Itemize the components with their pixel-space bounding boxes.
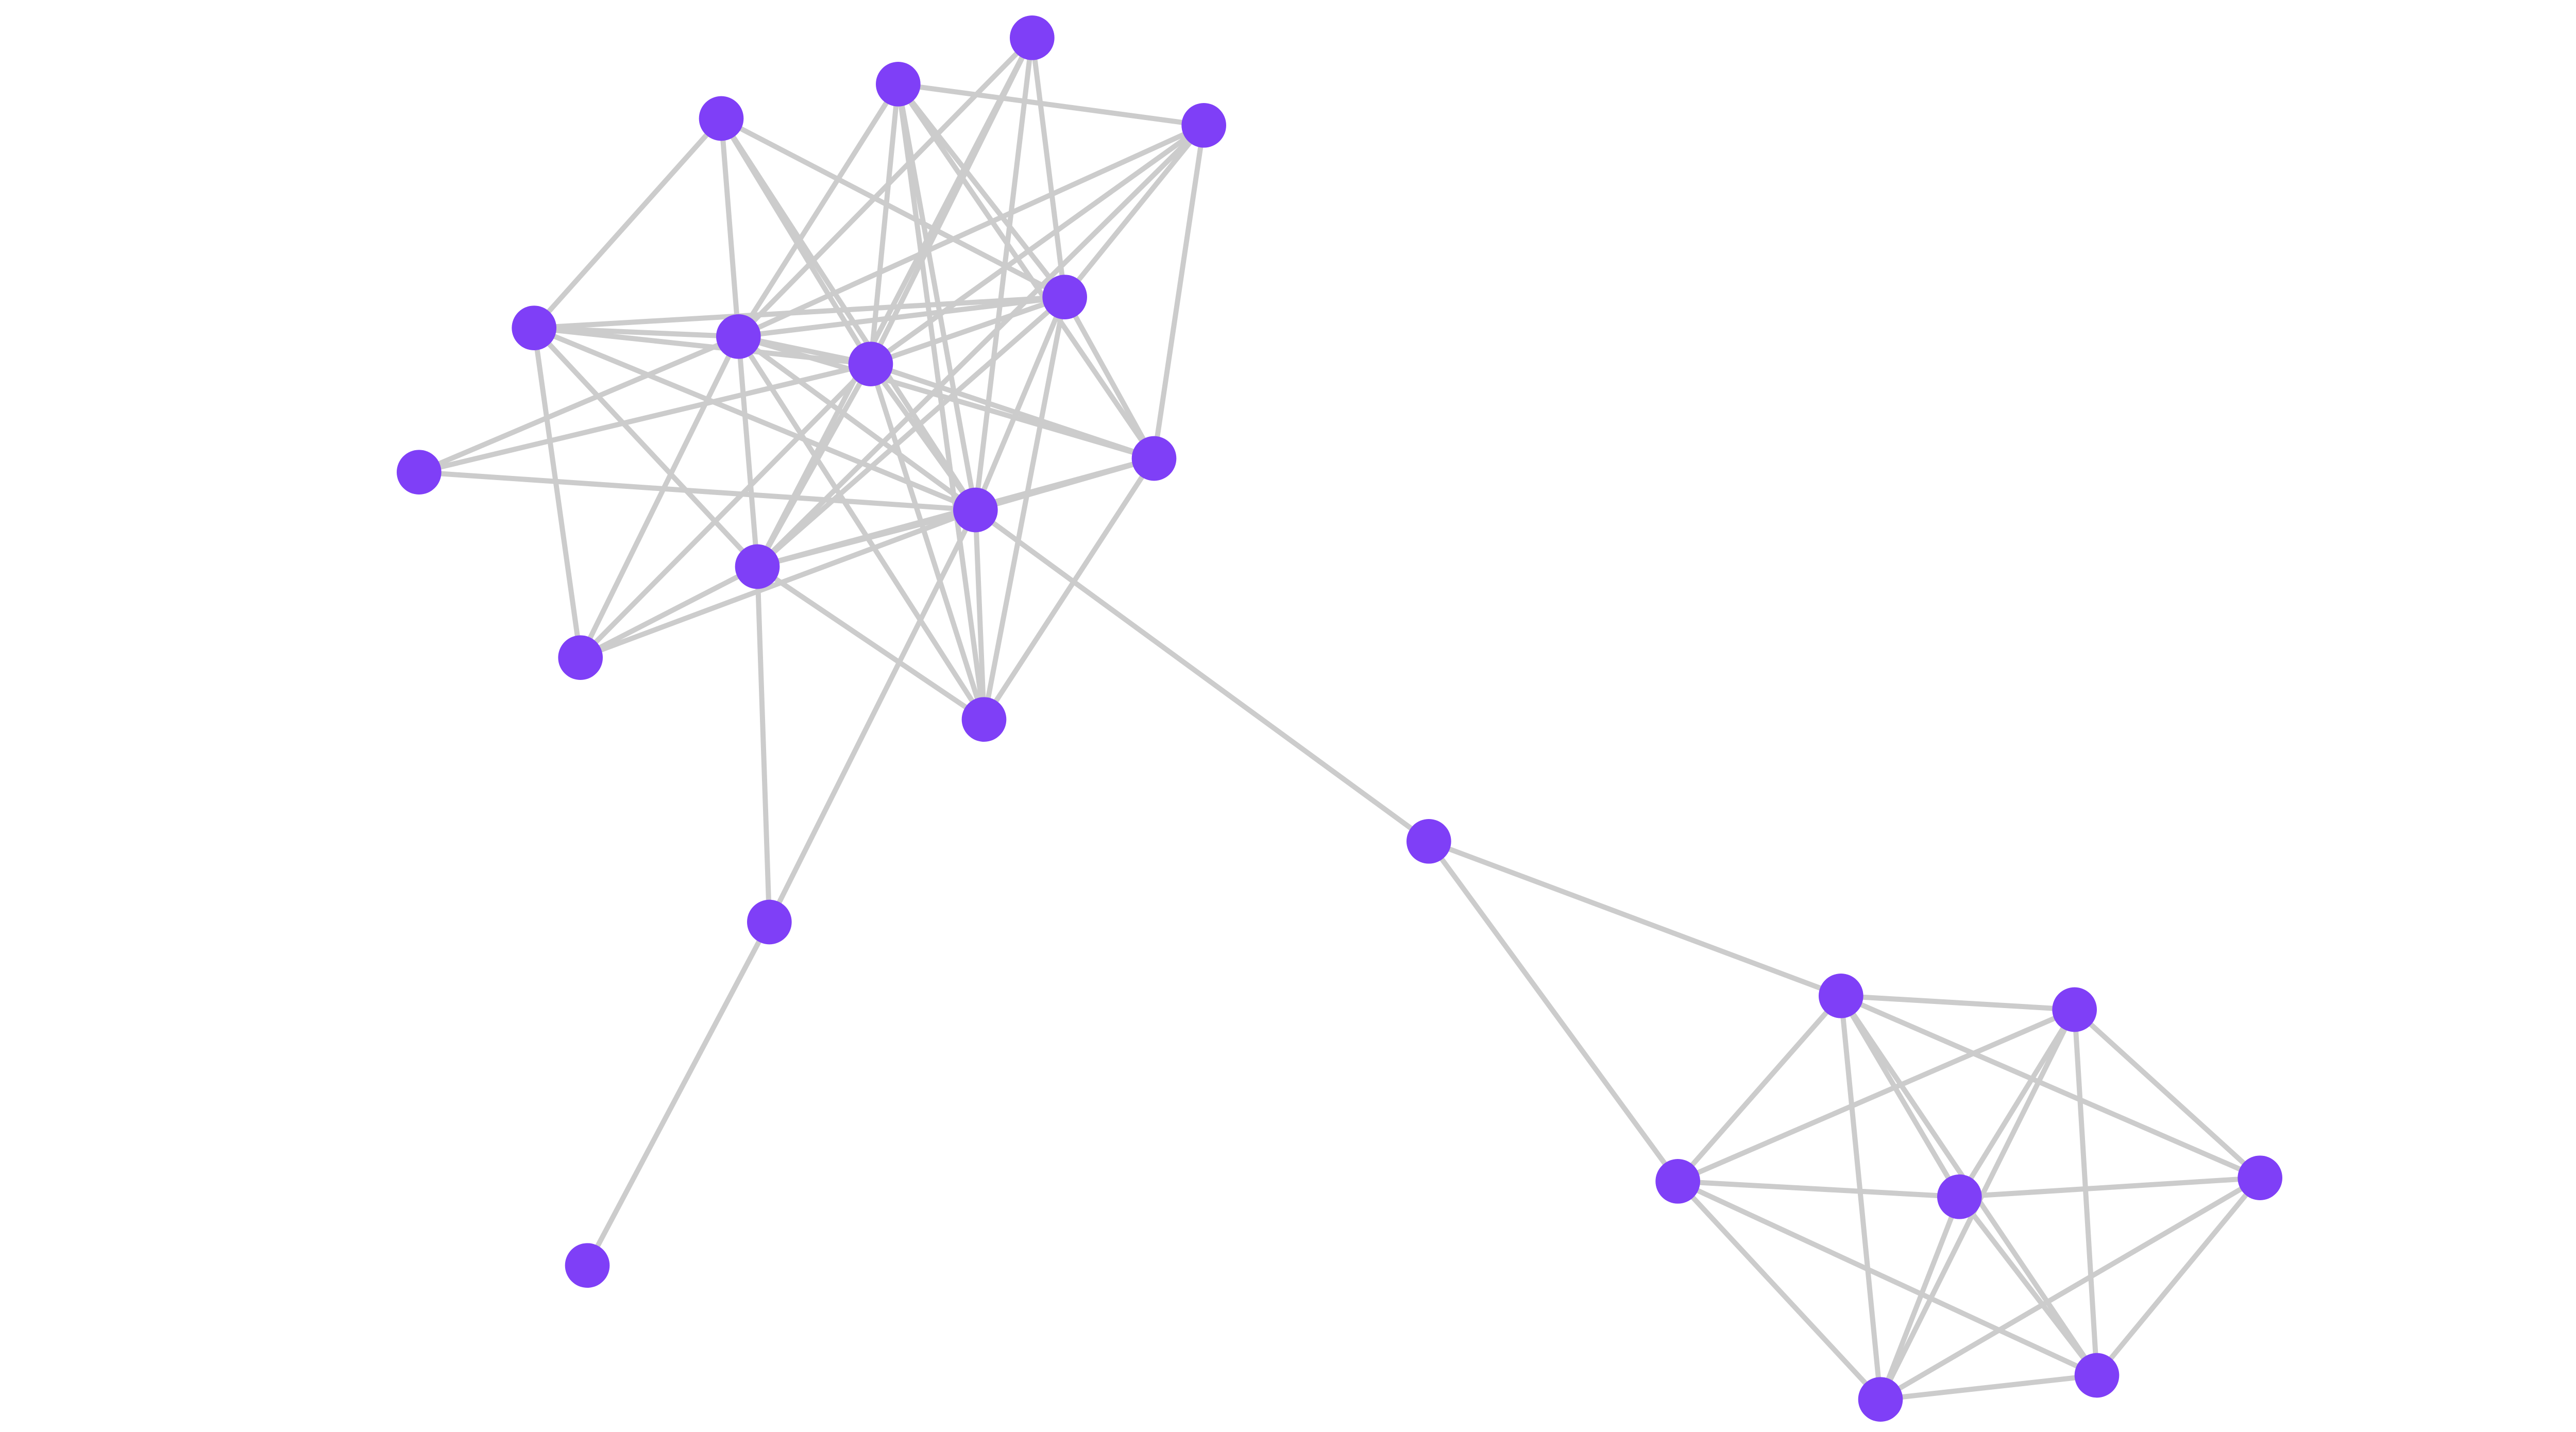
graph-node: [2052, 987, 2097, 1032]
graph-edge: [755, 507, 978, 569]
graph-edge: [981, 456, 1157, 722]
graph-node: [565, 1243, 610, 1288]
graph-edge: [1675, 1179, 2099, 1378]
graph-edge: [736, 81, 901, 339]
graph-node: [512, 305, 556, 351]
graph-edge: [2072, 1007, 2099, 1378]
graph-node: [1042, 275, 1087, 320]
graph-edge: [1062, 294, 1157, 461]
graph-node: [876, 62, 921, 107]
graph-edge: [981, 294, 1067, 722]
graph-node: [1858, 1377, 1903, 1422]
graph-edge: [2094, 1175, 2263, 1378]
nodes-layer: [397, 15, 2282, 1422]
graph-edge: [1426, 839, 1681, 1184]
graph-edge: [1878, 1373, 2099, 1402]
graph-node: [1819, 974, 1863, 1018]
graph-edge: [1151, 123, 1207, 461]
graph-edge: [1957, 1007, 2077, 1200]
graph-edge: [736, 334, 978, 513]
graph-edge: [1029, 35, 1067, 300]
graph-edge: [868, 361, 1157, 461]
graph-edge: [973, 507, 987, 722]
graph-edge: [416, 361, 873, 475]
graph-edge: [895, 81, 1157, 461]
graph-edge: [1878, 1194, 1962, 1402]
graph-edge: [868, 361, 978, 513]
graph-edge: [868, 294, 1067, 367]
edges-layer: [416, 35, 2263, 1402]
graph-edge: [895, 81, 1067, 300]
graph-edge: [531, 325, 760, 569]
graph-edge: [1675, 1179, 1962, 1200]
graph-edge: [736, 334, 987, 722]
graph-edge: [973, 507, 1432, 844]
graph-edge: [1957, 1194, 2099, 1378]
graph-edge: [868, 81, 901, 367]
graph-edge: [895, 81, 987, 722]
graph-edge: [719, 116, 741, 339]
graph-edge: [736, 294, 1067, 339]
graph-edge: [755, 35, 1035, 569]
graph-edge: [578, 564, 760, 660]
graph-edge: [578, 507, 978, 660]
graph-edge: [868, 361, 987, 722]
graph-node: [2238, 1155, 2282, 1201]
graph-edge: [1838, 993, 1883, 1402]
graph-edge: [585, 919, 772, 1268]
graph-edge: [755, 564, 772, 925]
graph-edge: [973, 294, 1067, 513]
graph-node: [558, 635, 603, 680]
graph-node: [961, 697, 1007, 742]
graph-edge: [767, 507, 978, 925]
graph-node: [1937, 1174, 1982, 1219]
graph-edge: [531, 325, 583, 660]
graph-edge: [416, 334, 741, 475]
graph-edge: [1957, 1175, 2263, 1200]
graph-edge: [531, 116, 724, 331]
graph-node: [848, 342, 893, 387]
graph-edge: [1426, 839, 1844, 999]
graph-node: [1181, 103, 1227, 148]
graph-edge: [736, 123, 1207, 339]
graph-node: [1406, 819, 1451, 864]
graph-edge: [736, 334, 1157, 461]
graph-edge: [1838, 993, 2077, 1012]
graph-edge: [531, 294, 1067, 331]
graph-node: [1010, 15, 1055, 60]
graph-edge: [755, 123, 1207, 569]
graph-edge: [736, 334, 760, 569]
graph-node: [735, 544, 780, 589]
graph-edge: [868, 123, 1207, 367]
graph-node: [397, 450, 442, 495]
graph-edge: [973, 35, 1035, 513]
graph-edge: [416, 469, 978, 513]
graph-edge: [1675, 1007, 2077, 1184]
graph-edge: [755, 361, 873, 569]
graph-edge: [1675, 993, 1844, 1184]
graph-node: [1131, 436, 1177, 481]
graph-edge: [755, 294, 1067, 569]
graph-node: [953, 487, 998, 533]
graph-edge: [1062, 123, 1207, 300]
graph-edge: [531, 325, 978, 513]
graph-node: [716, 314, 761, 359]
graph-edge: [1675, 1179, 1883, 1402]
graph-edge: [1878, 1175, 2263, 1402]
graph-edge: [895, 81, 1207, 128]
graph-edge: [2072, 1007, 2263, 1181]
graph-edge: [736, 35, 1035, 339]
graph-node: [699, 96, 744, 141]
graph-edge: [578, 334, 741, 660]
graph-edge: [719, 116, 978, 513]
graph-node: [2074, 1353, 2120, 1398]
graph-node: [1655, 1159, 1701, 1204]
graph-node: [747, 899, 792, 945]
graph-edge: [1838, 993, 2263, 1181]
graph-edge: [578, 361, 873, 660]
graph-edge: [895, 81, 978, 513]
graph-edge: [755, 564, 987, 722]
